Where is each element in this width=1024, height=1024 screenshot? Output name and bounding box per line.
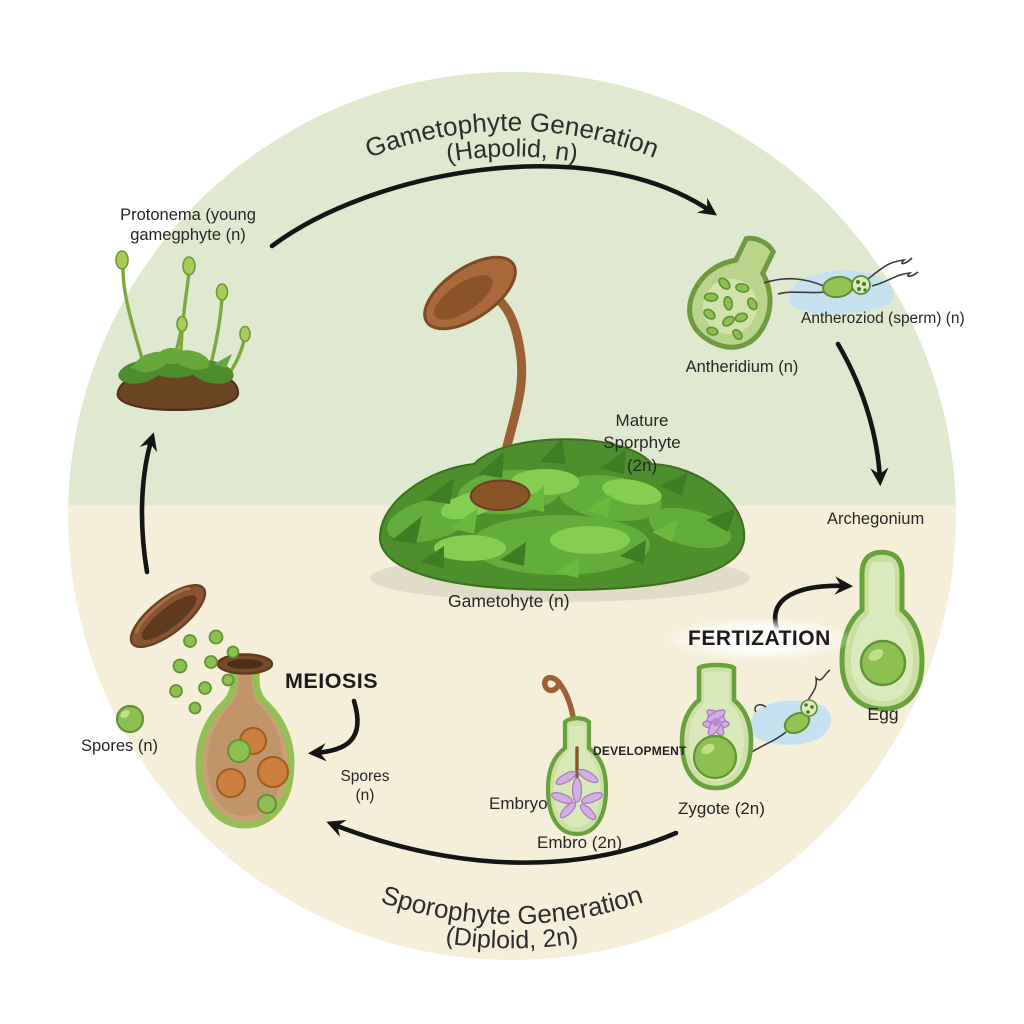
embryo-illustration bbox=[542, 675, 609, 837]
spores-right-label: Spores (n) bbox=[330, 768, 400, 806]
embryo-sporophyte-stalk bbox=[542, 675, 580, 751]
fertilizing-sperm-illustration bbox=[748, 669, 831, 753]
gametophyte-generation-title-line2: (Hapolid, n) bbox=[444, 134, 580, 168]
sporophyte-capsule bbox=[423, 255, 517, 331]
sporophyte-generation-subtitle: (Diploid, 2n) bbox=[444, 921, 580, 954]
cycle-arrows bbox=[139, 164, 889, 865]
mature-sporophyte-label: Mature Sporphyte (2n) bbox=[592, 410, 692, 477]
gametophyte-label: Gametohyte (n) bbox=[448, 591, 570, 611]
moss-leaf-spikes bbox=[392, 438, 736, 568]
sporophyte-generation-title: Sporophyte Generation bbox=[378, 879, 646, 930]
sporophyte-generation-title-line2: (Diploid, 2n) bbox=[444, 921, 580, 954]
egg-label: Egg bbox=[867, 704, 899, 724]
gametophyte-generation-subtitle: (Hapolid, n) bbox=[444, 134, 580, 168]
archegonium-label: Archegonium bbox=[827, 510, 925, 528]
meiosis-label: MEIOSIS bbox=[285, 669, 379, 693]
spores-in-capsule bbox=[216, 727, 289, 814]
protonema-label-line2: gamegphyte (n) bbox=[130, 226, 246, 245]
spores-right-label-line2: (n) bbox=[355, 786, 375, 804]
zygote-label: Zygote (2n) bbox=[678, 799, 765, 818]
zygote-nucleus-spindle bbox=[702, 709, 730, 737]
arrow-protonema-to-antheridium bbox=[269, 164, 718, 249]
arrow-embryo-to-capsule bbox=[326, 819, 679, 865]
protonema-label: Protonema (young gamegphyte (n) bbox=[112, 205, 264, 245]
protonema-label-line1: Protonema (young bbox=[120, 206, 256, 224]
antherozoid-label: Antheroziod (sperm) (n) bbox=[801, 310, 965, 327]
mature-sporophyte-label-line1: Mature bbox=[615, 411, 669, 430]
development-label: DEVELOPMENT bbox=[593, 744, 687, 758]
egg-cell bbox=[859, 639, 907, 687]
single-spore-illustration bbox=[115, 704, 145, 734]
antheridium-label: Antheridium (n) bbox=[685, 358, 799, 376]
released-spores-illustration bbox=[169, 629, 240, 715]
spore-capsule-illustration bbox=[195, 653, 295, 829]
mature-sporophyte-label-line3: (2n) bbox=[626, 455, 658, 475]
spores-left-label: Spores (n) bbox=[81, 737, 159, 755]
moss-plant-illustration bbox=[370, 255, 750, 602]
mature-sporophyte-label-line2: Sporphyte bbox=[603, 433, 681, 453]
embryo-cells bbox=[550, 768, 604, 821]
zygote-illustration bbox=[679, 662, 754, 791]
arrow-spores-to-protonema bbox=[139, 432, 158, 575]
embryo-label: Embryo bbox=[489, 794, 548, 813]
protonema-illustration bbox=[115, 250, 251, 412]
arrow-sperm-to-archegonium bbox=[835, 341, 889, 487]
capsule-lid-illustration bbox=[129, 584, 207, 648]
embryo-2n-label: Embro (2n) bbox=[537, 833, 623, 852]
sperm-illustration bbox=[763, 257, 919, 314]
antheridium-illustration bbox=[687, 235, 777, 350]
archegonium-illustration bbox=[839, 549, 925, 712]
spores-right-label-line1: Spores bbox=[340, 768, 390, 785]
arrow-meiosis-to-capsule bbox=[307, 698, 360, 762]
sporophyte-generation-title-line1: Sporophyte Generation bbox=[378, 879, 646, 930]
fertilization-label: FERTIZATION bbox=[668, 618, 851, 660]
